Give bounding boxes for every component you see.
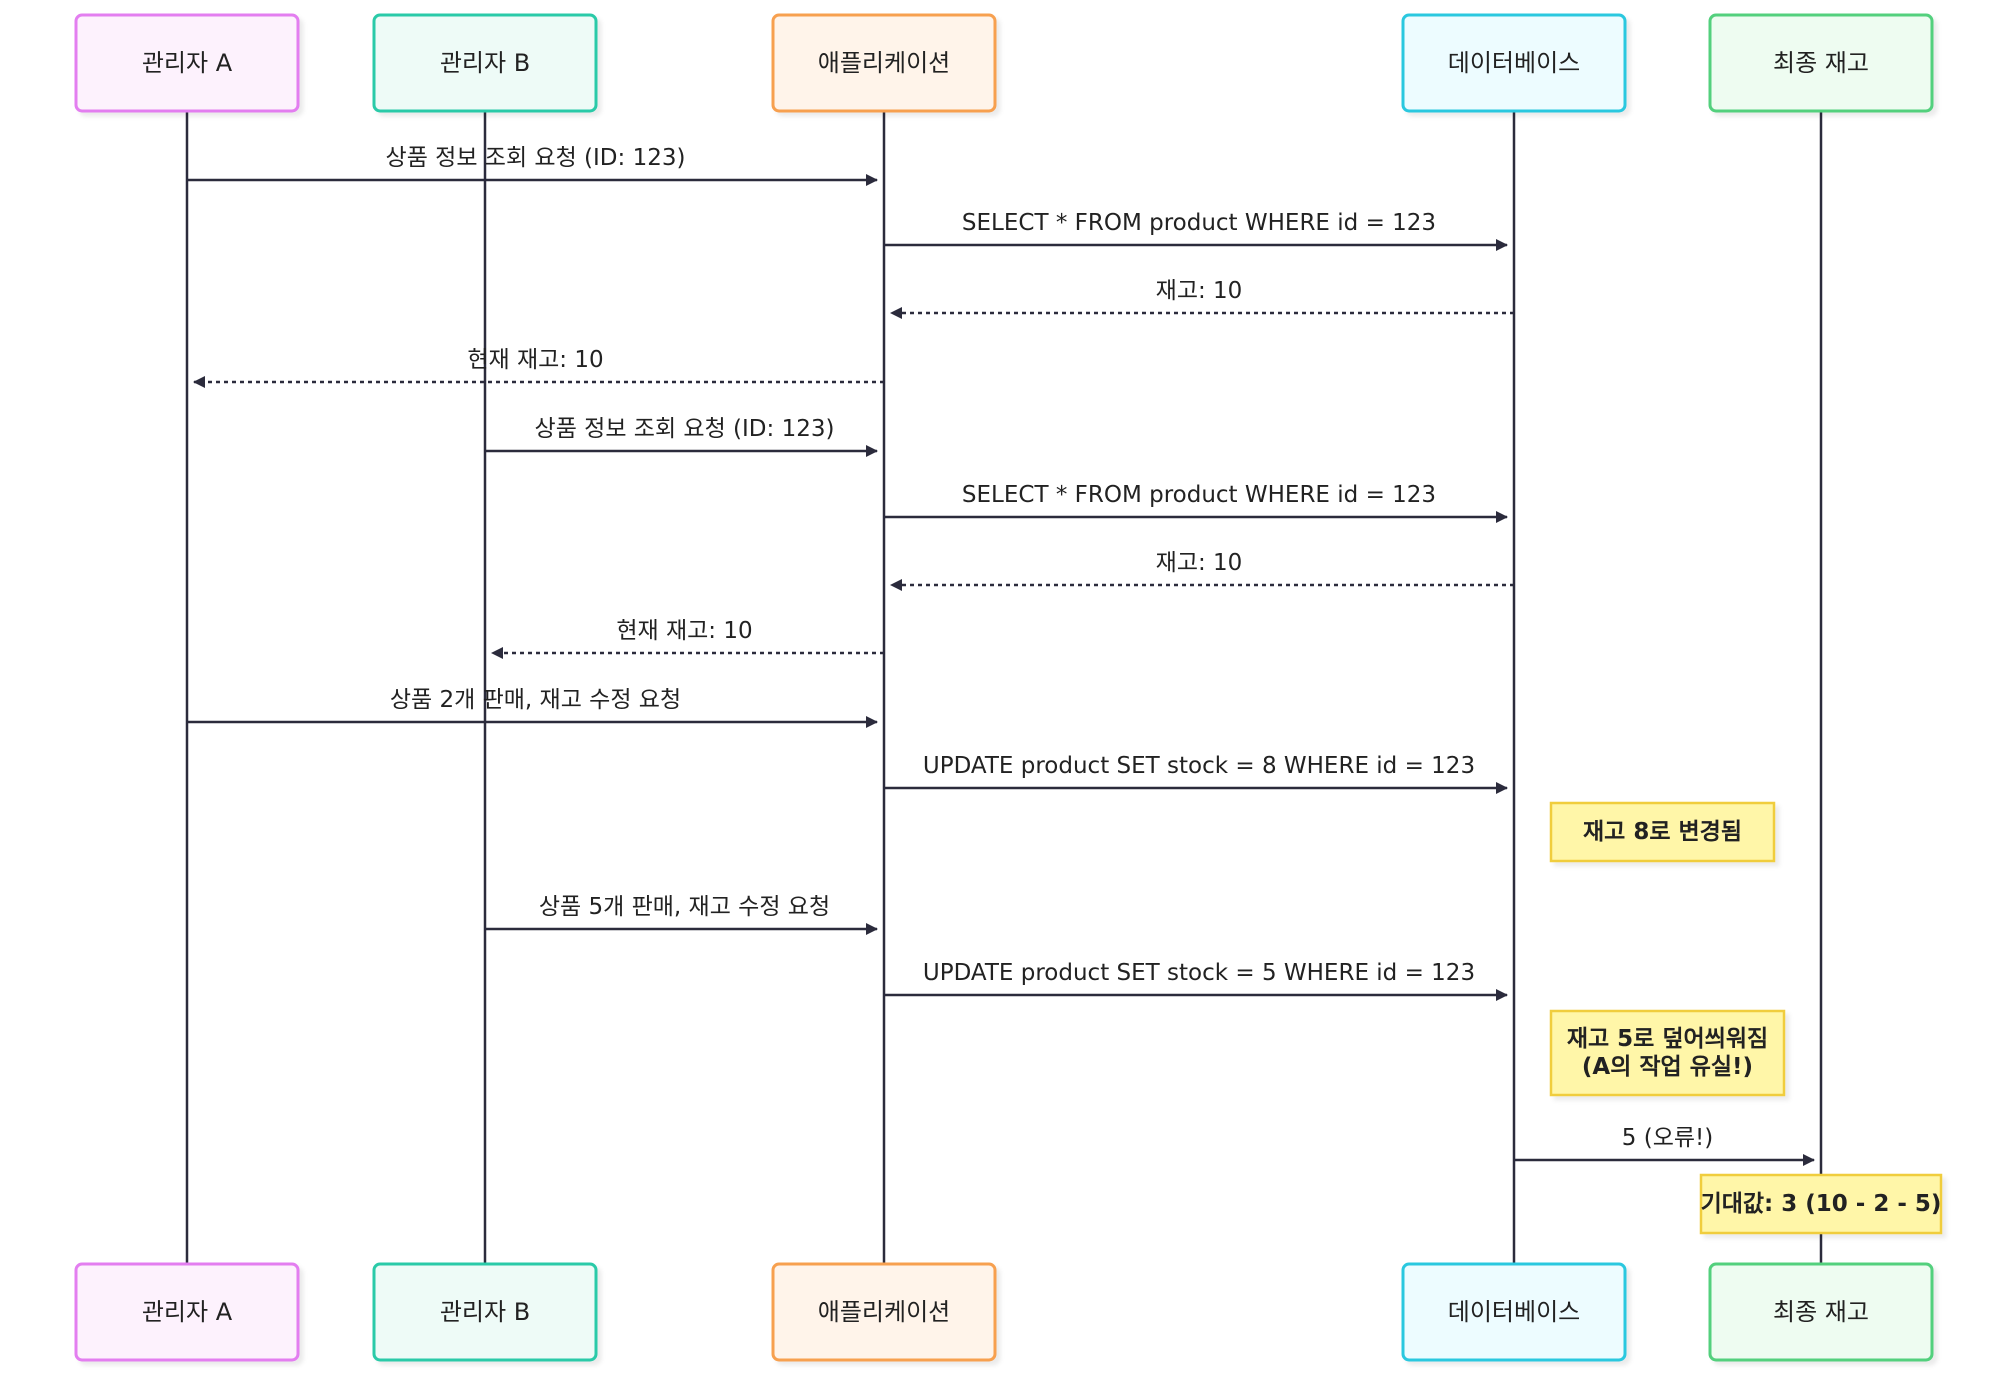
participant-app-bottom: 애플리케이션 — [771, 1262, 997, 1362]
participant-box — [1401, 13, 1627, 113]
participant-adminA-top: 관리자 A — [74, 13, 300, 113]
message-label: 재고: 10 — [1156, 278, 1243, 304]
participant-label: 최종 재고 — [1773, 1298, 1869, 1326]
message-label: 현재 재고: 10 — [616, 618, 752, 644]
note-box — [1699, 1173, 1943, 1235]
note-3: 기대값: 3 (10 - 2 - 5) — [1699, 1173, 1943, 1235]
participant-final-top: 최종 재고 — [1708, 13, 1934, 113]
message-10: UPDATE product SET stock = 8 WHERE id = … — [884, 753, 1508, 794]
message-label: 상품 정보 조회 요청 (ID: 123) — [386, 145, 686, 171]
lifelines — [185, 111, 1823, 1264]
message-label: SELECT * FROM product WHERE id = 123 — [962, 210, 1436, 236]
message-8: 현재 재고: 10 — [491, 618, 884, 659]
message-3: 재고: 10 — [890, 278, 1514, 319]
participant-db-bottom: 데이터베이스 — [1401, 1262, 1627, 1362]
participant-label: 최종 재고 — [1773, 49, 1869, 77]
participant-app-top: 애플리케이션 — [771, 13, 997, 113]
message-4: 현재 재고: 10 — [193, 347, 884, 388]
participant-box — [372, 13, 598, 113]
message-label: 재고: 10 — [1156, 550, 1243, 576]
participant-box — [1708, 13, 1934, 113]
participant-final-bottom: 최종 재고 — [1708, 1262, 1934, 1362]
participant-box — [1708, 1262, 1934, 1362]
participant-label: 애플리케이션 — [818, 49, 950, 77]
note-1: 재고 8로 변경됨 — [1549, 801, 1776, 863]
participant-label: 데이터베이스 — [1448, 1298, 1580, 1326]
message-label: UPDATE product SET stock = 8 WHERE id = … — [923, 753, 1475, 779]
participant-box — [1401, 1262, 1627, 1362]
message-label: SELECT * FROM product WHERE id = 123 — [962, 482, 1436, 508]
participant-label: 데이터베이스 — [1448, 49, 1580, 77]
message-13: 5 (오류!) — [1514, 1125, 1815, 1166]
message-label: 상품 정보 조회 요청 (ID: 123) — [535, 416, 835, 442]
participant-box — [74, 13, 300, 113]
participant-box — [74, 1262, 300, 1362]
note-2: 재고 5로 덮어씌워짐(A의 작업 유실!) — [1549, 1009, 1786, 1097]
participant-label: 애플리케이션 — [818, 1298, 950, 1326]
participant-adminB-bottom: 관리자 B — [372, 1262, 598, 1362]
note-box — [1549, 1009, 1786, 1097]
message-6: SELECT * FROM product WHERE id = 123 — [884, 482, 1508, 523]
participant-label: 관리자 B — [440, 49, 530, 77]
message-label: 상품 2개 판매, 재고 수정 요청 — [390, 687, 681, 713]
note-text: 재고 5로 덮어씌워짐 — [1567, 1026, 1768, 1052]
message-label: UPDATE product SET stock = 5 WHERE id = … — [923, 960, 1475, 986]
note-box — [1549, 801, 1776, 863]
note-text: 기대값: 3 (10 - 2 - 5) — [1701, 1191, 1942, 1217]
messages: 상품 정보 조회 요청 (ID: 123) SELECT * FROM produ… — [187, 145, 1815, 1166]
participant-label: 관리자 B — [440, 1298, 530, 1326]
participant-label: 관리자 A — [142, 49, 233, 77]
participant-label: 관리자 A — [142, 1298, 233, 1326]
participant-box — [372, 1262, 598, 1362]
message-1: 상품 정보 조회 요청 (ID: 123) — [187, 145, 878, 186]
participant-box — [771, 13, 997, 113]
message-label: 5 (오류!) — [1622, 1125, 1713, 1151]
message-label: 상품 5개 판매, 재고 수정 요청 — [539, 894, 830, 920]
participant-adminB-top: 관리자 B — [372, 13, 598, 113]
message-2: SELECT * FROM product WHERE id = 123 — [884, 210, 1508, 251]
note-text: 재고 8로 변경됨 — [1583, 819, 1742, 845]
participant-adminA-bottom: 관리자 A — [74, 1262, 300, 1362]
message-12: UPDATE product SET stock = 5 WHERE id = … — [884, 960, 1508, 1001]
message-5: 상품 정보 조회 요청 (ID: 123) — [485, 416, 878, 457]
message-9: 상품 2개 판매, 재고 수정 요청 — [187, 687, 878, 728]
participant-box — [771, 1262, 997, 1362]
message-11: 상품 5개 판매, 재고 수정 요청 — [485, 894, 878, 935]
note-text: (A의 작업 유실!) — [1582, 1054, 1753, 1080]
message-label: 현재 재고: 10 — [467, 347, 603, 373]
participant-db-top: 데이터베이스 — [1401, 13, 1627, 113]
message-7: 재고: 10 — [890, 550, 1514, 591]
